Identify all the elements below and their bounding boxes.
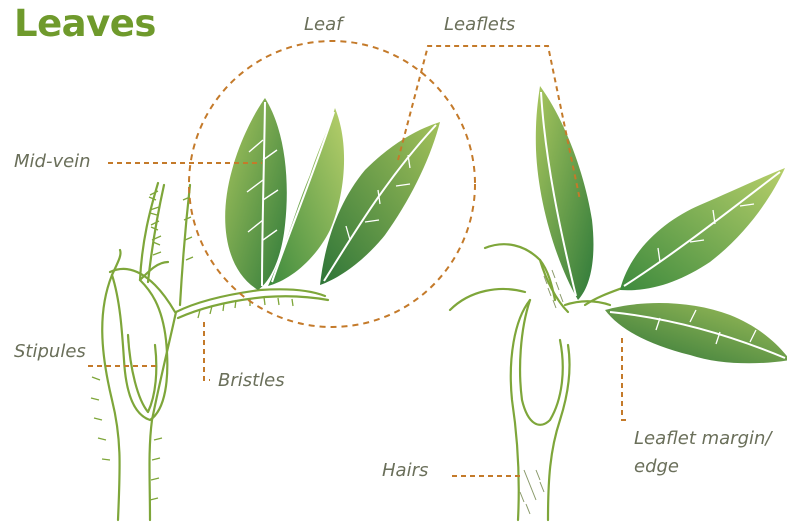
stipule-flare-b bbox=[140, 262, 168, 280]
right-stem bbox=[511, 300, 530, 520]
shoot-upper bbox=[180, 185, 190, 305]
right-leaves bbox=[536, 86, 787, 363]
leader-leaflet-margin bbox=[622, 338, 628, 420]
label-hairs: Hairs bbox=[382, 460, 428, 481]
leaflet-right-lower bbox=[605, 303, 787, 363]
right-plant bbox=[450, 244, 630, 520]
label-leaflet-margin-1: Leaflet margin/ bbox=[634, 428, 771, 449]
right-sheath bbox=[520, 300, 563, 425]
label-bristles: Bristles bbox=[218, 370, 285, 391]
label-leaf: Leaf bbox=[304, 14, 342, 35]
right-stipule-curl bbox=[450, 289, 525, 310]
label-leaflet-margin-2: edge bbox=[634, 456, 679, 477]
left-stem bbox=[102, 250, 120, 520]
label-leaflets: Leaflets bbox=[444, 14, 515, 35]
leader-bristles bbox=[204, 322, 210, 380]
label-mid-vein: Mid-vein bbox=[14, 151, 91, 172]
left-leaves bbox=[225, 98, 440, 290]
label-stipules: Stipules bbox=[14, 341, 86, 362]
leaf-1 bbox=[225, 98, 287, 290]
